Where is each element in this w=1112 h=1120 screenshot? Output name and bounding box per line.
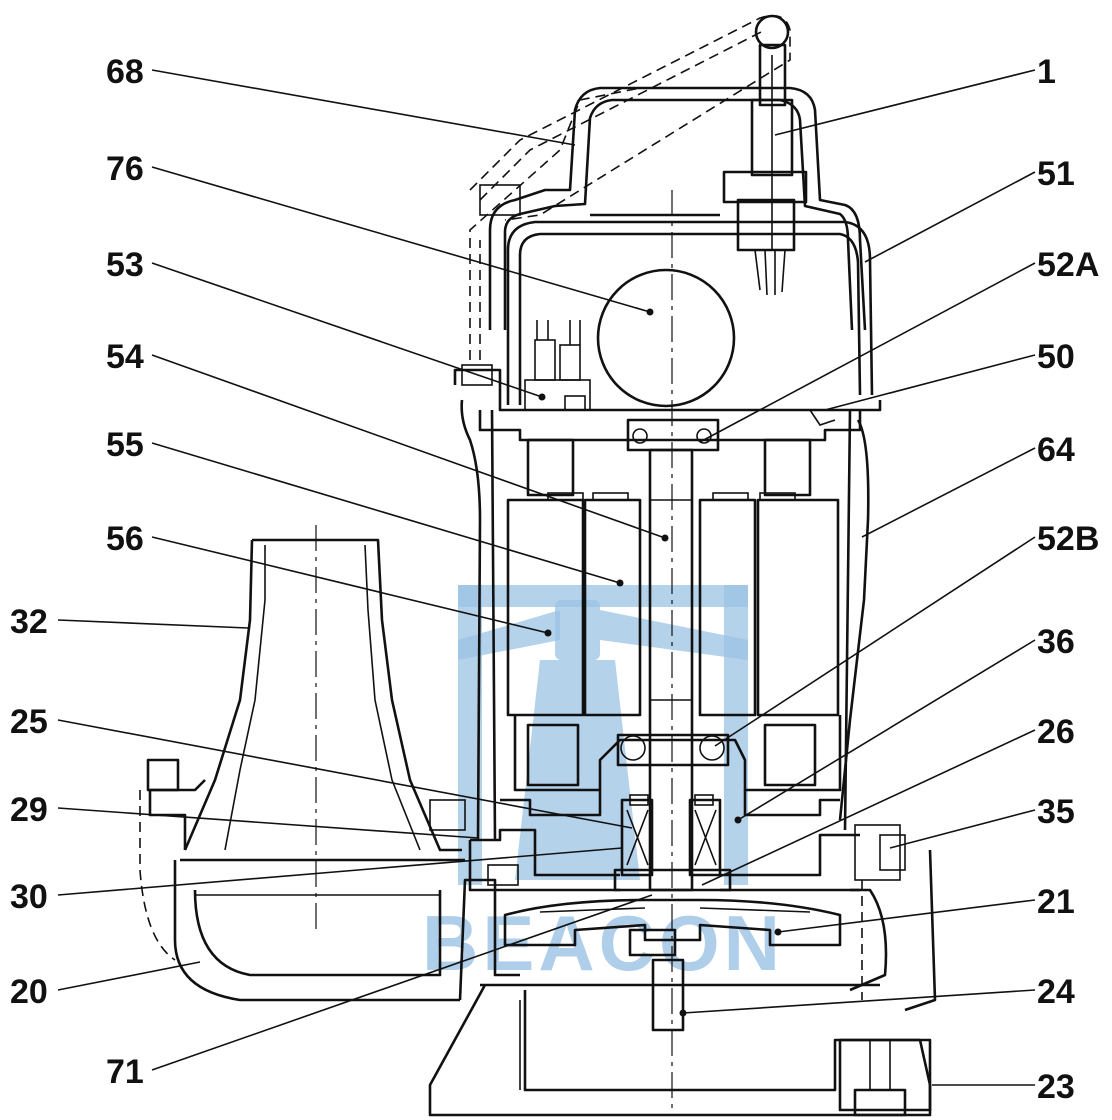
bolt-35 [854, 824, 906, 1000]
carry-handle [469, 14, 867, 360]
label-64: 64 [1037, 431, 1075, 469]
part-labels: 68 1 76 51 53 52A 54 50 55 64 56 52B 32 … [10, 53, 1099, 1106]
label-35: 35 [1037, 793, 1075, 831]
oil-casing [468, 790, 860, 892]
motor-housing [453, 213, 882, 841]
pump-casing [139, 538, 937, 1012]
leader-lines [57, 69, 1036, 1086]
label-21: 21 [1037, 883, 1075, 921]
label-20: 20 [10, 973, 48, 1011]
label-36: 36 [1037, 623, 1075, 661]
label-54: 54 [106, 338, 144, 376]
label-30: 30 [10, 878, 48, 916]
label-23: 23 [1037, 1068, 1075, 1106]
label-53: 53 [106, 246, 144, 284]
label-56: 56 [106, 520, 144, 558]
label-52a: 52A [1037, 246, 1099, 284]
terminal-block [524, 320, 591, 411]
capacitor [596, 268, 736, 408]
label-68: 68 [106, 53, 144, 91]
suction-cover-stand [428, 958, 932, 1117]
label-26: 26 [1037, 713, 1075, 751]
label-71: 71 [106, 1053, 144, 1091]
label-1: 1 [1037, 53, 1056, 91]
shaft [648, 448, 694, 892]
label-76: 76 [106, 150, 144, 188]
impeller [503, 898, 842, 957]
label-29: 29 [10, 791, 48, 829]
leader-dots [538, 308, 782, 1017]
lower-bearing-seal [613, 733, 732, 892]
label-52b: 52B [1037, 520, 1099, 558]
label-50: 50 [1037, 338, 1075, 376]
label-55: 55 [106, 426, 144, 464]
label-51: 51 [1037, 155, 1075, 193]
label-25: 25 [10, 703, 48, 741]
upper-bearing-housing [478, 409, 862, 452]
label-32: 32 [10, 603, 48, 641]
cable-entry [722, 14, 808, 296]
label-24: 24 [1037, 973, 1075, 1011]
